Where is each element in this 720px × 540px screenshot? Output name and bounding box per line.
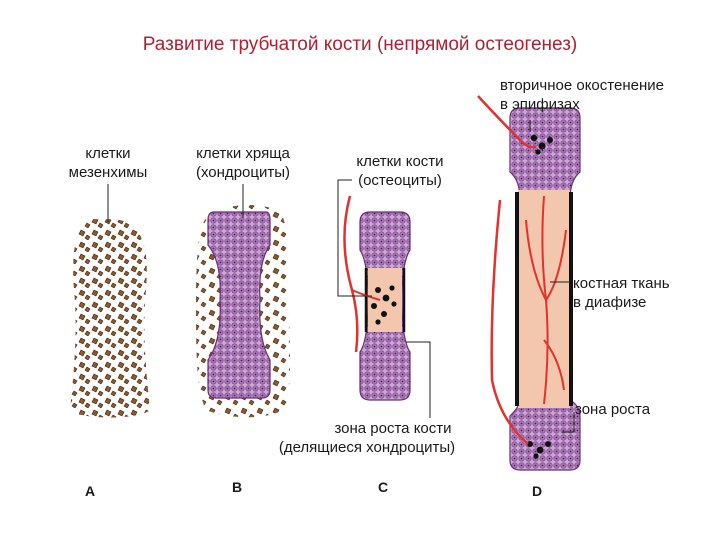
stage-a-mesenchyme [70,219,150,418]
stage-b-cartilage [196,205,290,418]
label-chondrocytes-1: клетки хряща [196,145,290,162]
stage-label-c: C [378,479,388,495]
label-growth-zone-c-2: (делящиеся хондроциты) [279,439,455,456]
label-bone-tissue-1: костная ткань [573,275,670,292]
label-mesenchyme-1: клетки [85,145,130,162]
slide-title: Развитие трубчатой кости (непрямой остео… [142,34,578,55]
label-secondary-1: вторичное окостенение [500,77,664,94]
stage-c-primary-ossification [343,195,411,401]
label-chondrocytes-2: (хондроциты) [196,164,290,181]
label-osteocytes-1: клетки кости [356,153,443,170]
label-osteocytes-2: (остеоциты) [358,172,442,189]
label-bone-tissue-2: в диафизе [573,294,646,311]
label-growth-zone-c-1: зона роста кости [334,420,451,437]
stage-label-a: A [85,483,95,499]
label-secondary-2: в эпифизах [500,96,580,113]
stage-label-d: D [532,483,542,499]
stage-label-b: B [232,479,242,495]
label-mesenchyme-2: мезенхимы [69,164,148,181]
label-growth-zone-d: зона роста [575,401,651,418]
stage-d-long-bone [477,95,581,471]
leader-lines [107,120,575,433]
